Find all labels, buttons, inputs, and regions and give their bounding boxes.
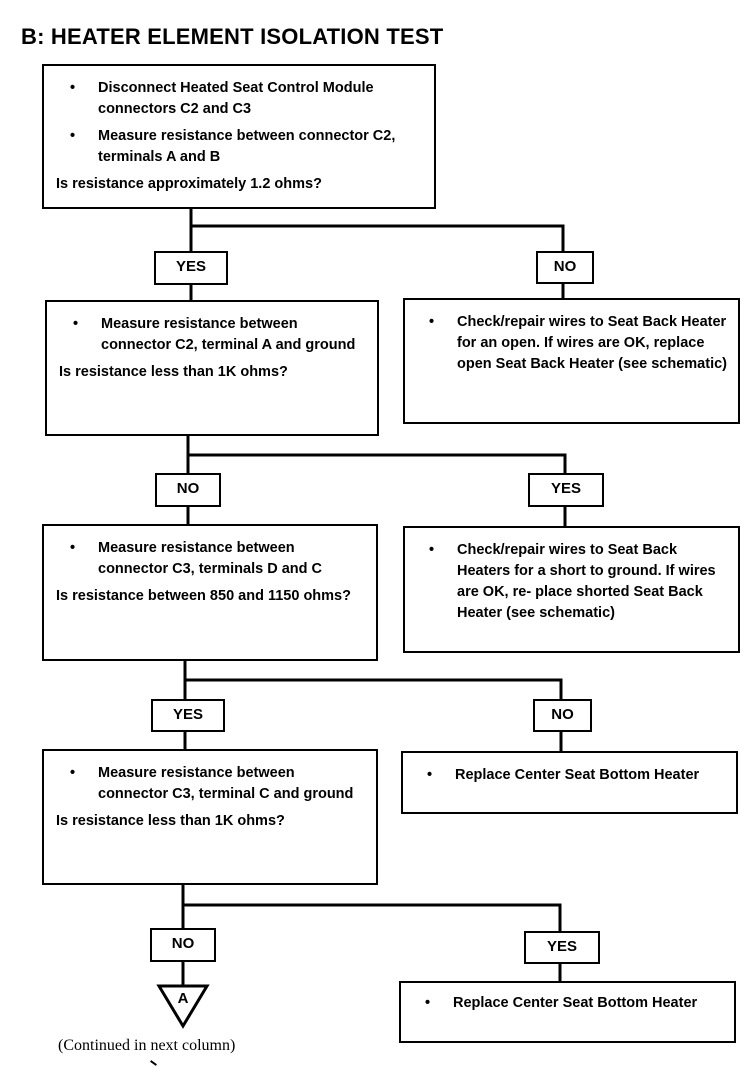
line-step1-branch — [189, 207, 565, 251]
action-box-3: Replace Center Seat Bottom Heater — [401, 751, 738, 814]
action-2-text: Check/repair wires to Seat Back Heaters … — [409, 540, 728, 624]
page-title: B: HEATER ELEMENT ISOLATION TEST — [21, 24, 444, 49]
step-box-4: Measure resistance between connector C3,… — [42, 749, 378, 885]
answer-no-3: NO — [533, 699, 592, 732]
step-3-bullet-1: Measure resistance between connector C3,… — [50, 538, 366, 580]
answer-yes-3: YES — [151, 699, 225, 732]
answer-yes-4: YES — [524, 931, 600, 964]
answer-yes-1: YES — [154, 251, 228, 285]
step-box-3: Measure resistance between connector C3,… — [42, 524, 378, 661]
action-3-text: Replace Center Seat Bottom Heater — [407, 765, 726, 786]
action-1-text: Check/repair wires to Seat Back Heater f… — [409, 312, 728, 375]
step-3-question: Is resistance between 850 and 1150 ohms? — [56, 588, 351, 604]
answer-yes-2: YES — [528, 473, 604, 507]
line-step2-branch — [186, 434, 567, 473]
step-box-2: Measure resistance between connector C2,… — [45, 300, 379, 436]
continued-note: (Continued in next column) — [58, 1037, 236, 1054]
step-4-question: Is resistance less than 1K ohms? — [56, 813, 285, 829]
action-box-2: Check/repair wires to Seat Back Heaters … — [403, 526, 740, 653]
answer-no-2: NO — [155, 473, 221, 507]
step-box-1: Disconnect Heated Seat Control Module co… — [42, 64, 436, 209]
step-1-bullet-1: Disconnect Heated Seat Control Module co… — [50, 78, 424, 120]
answer-no-1: NO — [536, 251, 594, 284]
line-step4-branch — [181, 883, 562, 931]
action-box-1: Check/repair wires to Seat Back Heater f… — [403, 298, 740, 424]
answer-no-4: NO — [150, 928, 216, 962]
step-2-bullet-1: Measure resistance between connector C2,… — [53, 314, 367, 356]
action-box-4: Replace Center Seat Bottom Heater — [399, 981, 736, 1043]
action-4-text: Replace Center Seat Bottom Heater — [405, 993, 724, 1014]
step-1-question: Is resistance approximately 1.2 ohms? — [56, 176, 322, 192]
line-step3-branch — [183, 659, 563, 699]
step-4-bullet-1: Measure resistance between connector C3,… — [50, 763, 366, 805]
step-2-question: Is resistance less than 1K ohms? — [59, 364, 288, 380]
offpage-connector-triangle — [156, 984, 210, 1029]
step-1-bullet-2: Measure resistance between connector C2,… — [50, 126, 424, 168]
offpage-connector-label: A — [177, 990, 189, 1007]
